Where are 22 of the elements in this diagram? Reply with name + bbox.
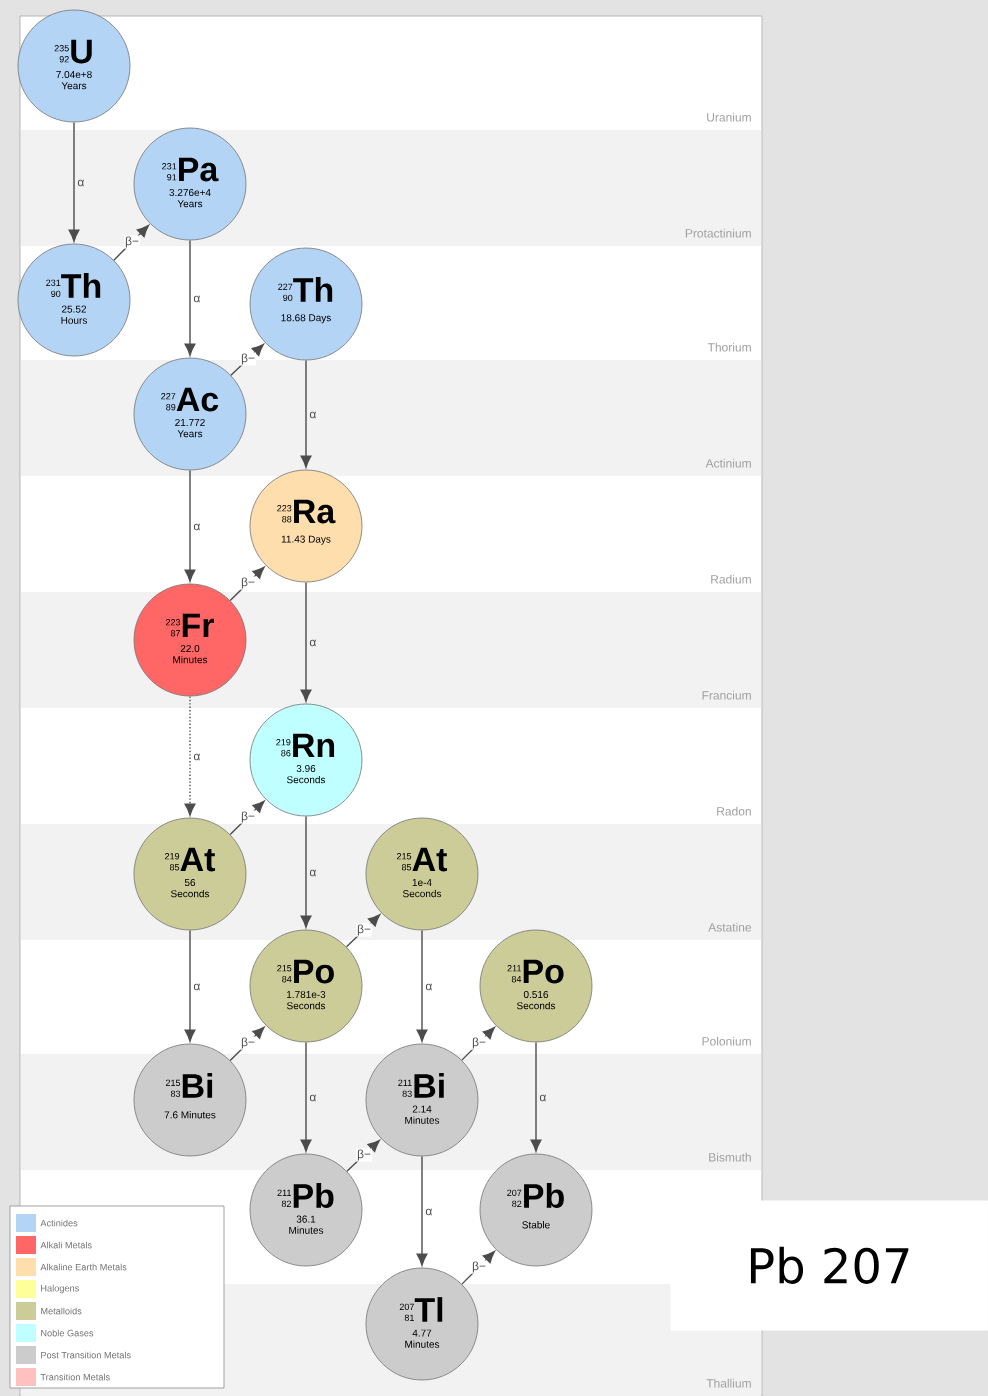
decay-arrow (300, 581, 312, 702)
decay-arrow (346, 1139, 380, 1172)
decay-arrow (416, 1155, 428, 1266)
decay-arrow (184, 695, 196, 816)
decay-arrow (345, 914, 381, 948)
callout-box: Pb 207 (670, 1200, 988, 1331)
decay-arrow (230, 343, 264, 376)
decay-arrow (229, 1026, 265, 1062)
decay-arrow (184, 239, 196, 356)
decay-arrow (68, 121, 80, 242)
decay-arrow (530, 1041, 542, 1152)
decay-arrow (113, 225, 149, 261)
decay-arrow (416, 929, 428, 1042)
decay-arrow (300, 1041, 312, 1152)
decay-arrow (461, 1251, 495, 1285)
decay-arrow (300, 359, 312, 468)
decay-arrow (229, 566, 265, 602)
decay-arrow (229, 800, 265, 836)
decay-arrow (461, 1027, 495, 1061)
decay-arrow (184, 929, 196, 1042)
decay-arrow (184, 469, 196, 582)
decay-arrow (300, 815, 312, 928)
